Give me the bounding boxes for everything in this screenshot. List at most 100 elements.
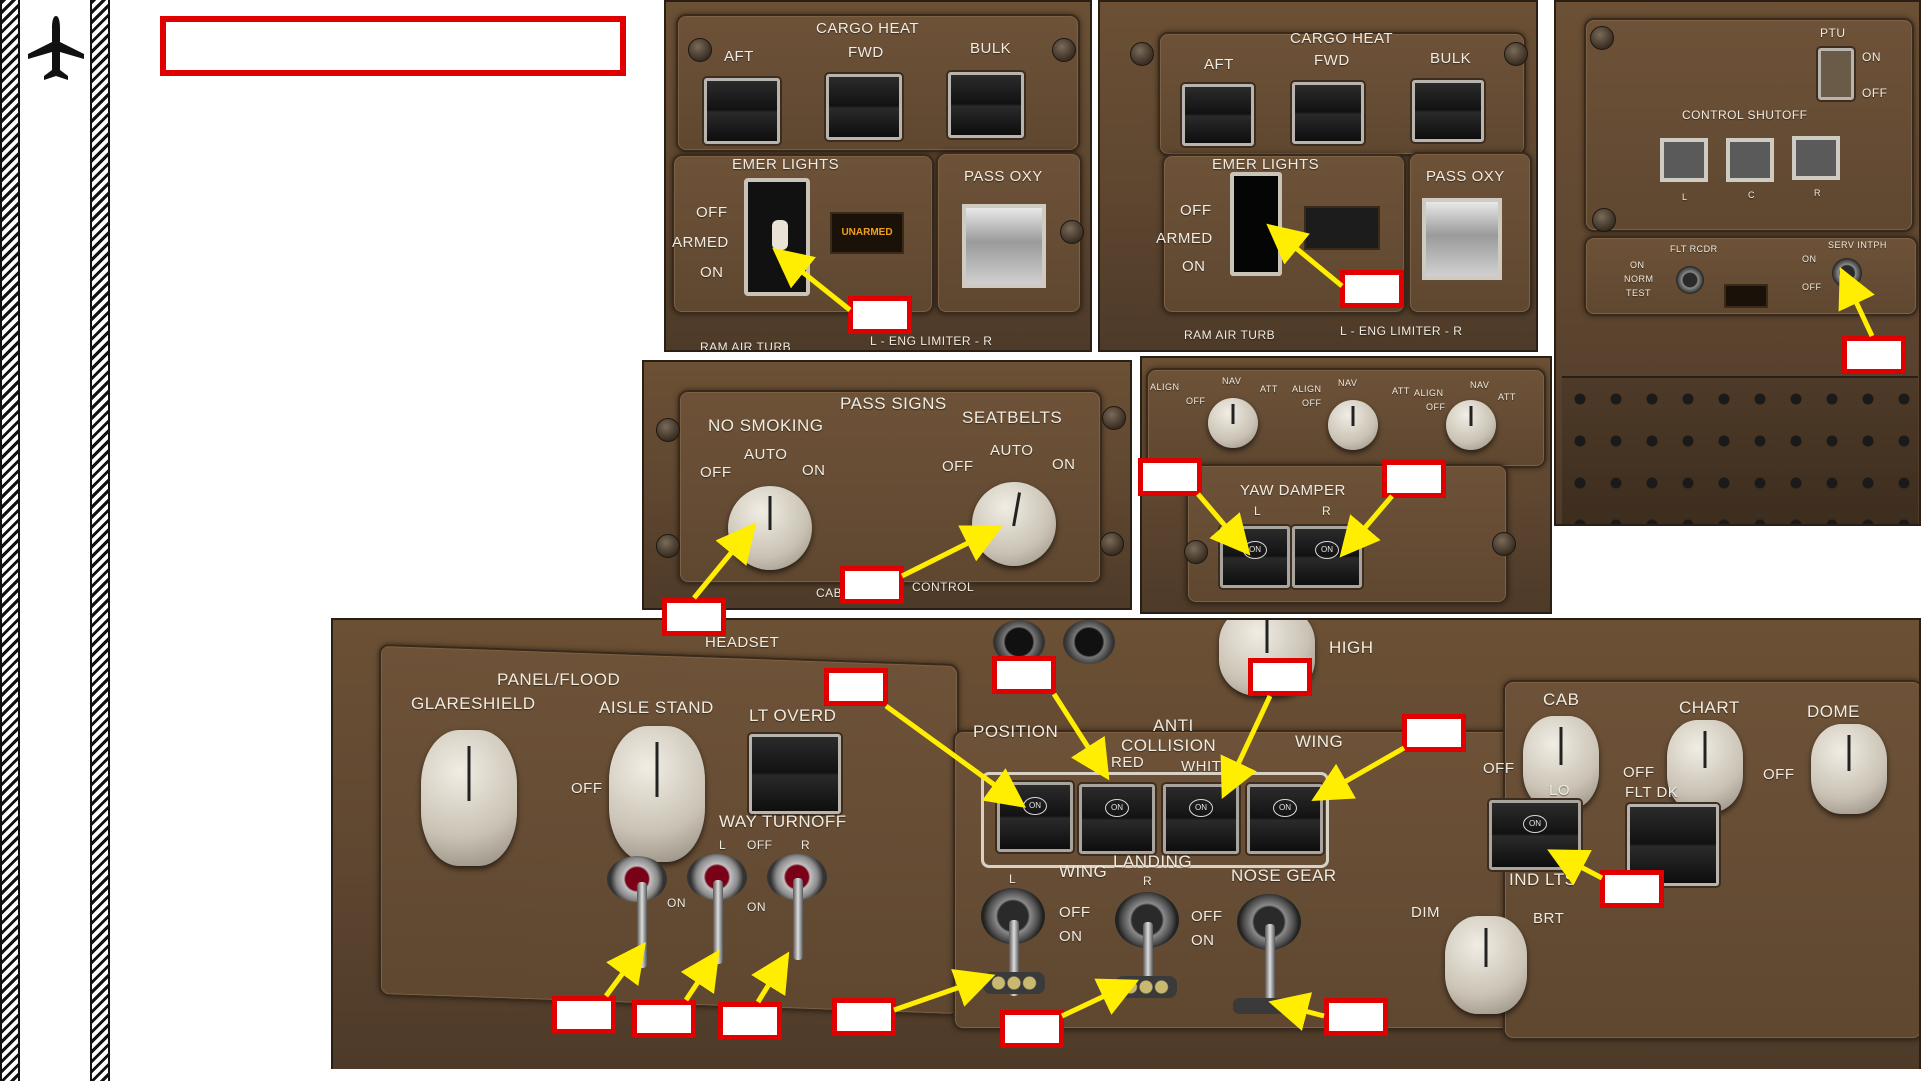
lt-overd-label: LT OVERD bbox=[749, 706, 837, 725]
unarmed-light: UNARMED bbox=[830, 212, 904, 254]
callout-yaw-damper-l bbox=[1138, 458, 1202, 496]
emer-lights-guard[interactable] bbox=[1230, 172, 1282, 276]
callout-storm-switch bbox=[552, 996, 616, 1034]
callout-seatbelts bbox=[840, 566, 904, 604]
cargo-emer-panel-2: CARGO HEAT AFT FWD BULK EMER LIGHTS OFF … bbox=[1098, 0, 1538, 352]
cab-knob[interactable] bbox=[1523, 716, 1599, 810]
storm-switch-toggle[interactable] bbox=[637, 882, 647, 968]
wing-label: WING bbox=[1295, 732, 1344, 751]
control-shutoff-c-switch[interactable] bbox=[1726, 138, 1774, 182]
aisle-stand-knob[interactable] bbox=[609, 726, 705, 862]
landing-wing-label: WING bbox=[1059, 862, 1108, 881]
cargo-heat-aft-switch[interactable] bbox=[704, 78, 780, 144]
seatbelts-on-label: ON bbox=[1052, 456, 1076, 473]
no-smoking-on-label: ON bbox=[802, 462, 826, 479]
landing-r-label: R bbox=[1143, 874, 1153, 888]
cargo-heat-fwd-switch[interactable] bbox=[1292, 82, 1364, 144]
callout-landing-l bbox=[832, 998, 896, 1036]
callout-wing-lights bbox=[1402, 714, 1466, 752]
cargo-heat-label: CARGO HEAT bbox=[816, 20, 920, 37]
irs-right-selector-knob[interactable] bbox=[1446, 400, 1496, 450]
runway-turnoff-l-toggle[interactable] bbox=[713, 880, 723, 964]
dim-label: DIM bbox=[1411, 904, 1440, 921]
seatbelts-off-label: OFF bbox=[942, 458, 974, 475]
headset-label: HEADSET bbox=[705, 634, 780, 651]
ptu-on-label: ON bbox=[1862, 50, 1881, 64]
turnoff-off-label: OFF bbox=[747, 838, 773, 852]
irs-l-align-label: ALIGN bbox=[1150, 382, 1180, 392]
callout-anti-collision-white bbox=[1248, 658, 1312, 696]
control-label: CONTROL bbox=[912, 580, 975, 594]
landing-label: LANDING bbox=[1113, 852, 1193, 871]
serv-intph-label: SERV INTPH bbox=[1828, 240, 1887, 250]
exterior-switch-bezel bbox=[981, 772, 1329, 868]
eng-limiter-label: L - ENG LIMITER - R bbox=[1340, 324, 1463, 338]
screw bbox=[1052, 38, 1076, 62]
anti-label: ANTI bbox=[1153, 716, 1194, 735]
emer-on-label: ON bbox=[1182, 258, 1206, 275]
serv-intph-switch[interactable] bbox=[1832, 258, 1862, 288]
emer-off-label: OFF bbox=[1180, 202, 1212, 219]
irs-center-selector-knob[interactable] bbox=[1328, 400, 1378, 450]
landing-r-toggle[interactable] bbox=[1143, 922, 1153, 998]
serv-intph-off-label: OFF bbox=[1802, 282, 1822, 292]
cargo-heat-label: CARGO HEAT bbox=[1290, 30, 1394, 47]
irs-r-off-label: OFF bbox=[1426, 402, 1446, 412]
emer-lights-toggle[interactable] bbox=[772, 220, 788, 250]
position-lights-switch[interactable]: ON bbox=[997, 782, 1073, 852]
chart-knob[interactable] bbox=[1667, 720, 1743, 812]
cargo-heat-bulk-switch[interactable] bbox=[1412, 80, 1484, 142]
anti-collision-white-switch[interactable]: ON bbox=[1163, 784, 1239, 854]
aft-label: AFT bbox=[1204, 56, 1234, 73]
callout-turnoff-l bbox=[632, 1000, 696, 1038]
storm-lights-switch[interactable]: ON bbox=[1489, 800, 1581, 870]
lt-overd-switch[interactable] bbox=[749, 734, 841, 814]
ind-lts-label: IND LTS bbox=[1509, 870, 1577, 889]
landing-r-lever-tip bbox=[1115, 976, 1177, 998]
runway-turnoff-r-toggle[interactable] bbox=[793, 878, 803, 960]
landing-l-toggle[interactable] bbox=[1009, 920, 1019, 996]
cargo-heat-aft-switch[interactable] bbox=[1182, 84, 1254, 146]
callout-anti-collision-red bbox=[992, 656, 1056, 694]
screw bbox=[1492, 532, 1516, 556]
ptu-switch[interactable] bbox=[1818, 48, 1854, 100]
glareshield-knob[interactable] bbox=[421, 730, 517, 866]
nose-gear-toggle[interactable] bbox=[1265, 924, 1275, 1008]
irs-l-off-label: OFF bbox=[1186, 396, 1206, 406]
ind-lts-knob[interactable] bbox=[1445, 916, 1527, 1014]
flt-rcdr-label: FLT RCDR bbox=[1670, 244, 1718, 254]
callout-serv-intph bbox=[1842, 336, 1906, 374]
yaw-damper-r-switch[interactable]: ON bbox=[1292, 526, 1362, 588]
yaw-damper-l-switch[interactable]: ON bbox=[1220, 526, 1290, 588]
no-smoking-selector-knob[interactable] bbox=[728, 486, 812, 570]
seatbelts-selector-knob[interactable] bbox=[972, 482, 1056, 566]
dome-off-label: OFF bbox=[1763, 766, 1795, 783]
no-smoking-label: NO SMOKING bbox=[708, 416, 824, 435]
dome-knob[interactable] bbox=[1811, 724, 1887, 814]
cargo-heat-fwd-switch[interactable] bbox=[826, 74, 902, 140]
irs-c-off-label: OFF bbox=[1302, 398, 1322, 408]
screw bbox=[1102, 406, 1126, 430]
control-shutoff-l-switch[interactable] bbox=[1660, 138, 1708, 182]
pass-oxy-switch[interactable] bbox=[1422, 198, 1502, 280]
on-indicator: ON bbox=[1189, 799, 1213, 817]
seatbelts-auto-label: AUTO bbox=[990, 442, 1034, 459]
ram-air-turb-label: RAM AIR TURB bbox=[700, 340, 792, 352]
seatbelts-label: SEATBELTS bbox=[962, 408, 1063, 427]
screw bbox=[1504, 42, 1528, 66]
ram-air-turb-label: RAM AIR TURB bbox=[1184, 328, 1276, 342]
control-shutoff-r-switch[interactable] bbox=[1792, 136, 1840, 180]
on-indicator: ON bbox=[1023, 797, 1047, 815]
lo-label: LO bbox=[1549, 782, 1571, 799]
irs-l-nav-label: NAV bbox=[1222, 376, 1242, 386]
irs-left-selector-knob[interactable] bbox=[1208, 398, 1258, 448]
serv-intph-on-label: ON bbox=[1802, 254, 1817, 264]
anti-collision-red-switch[interactable]: ON bbox=[1079, 784, 1155, 854]
flt-rcdr-switch[interactable] bbox=[1676, 266, 1704, 294]
cargo-heat-bulk-switch[interactable] bbox=[948, 72, 1024, 138]
eng-limiter-label: L - ENG LIMITER - R bbox=[870, 334, 993, 348]
pass-oxy-switch[interactable] bbox=[962, 204, 1046, 288]
screw bbox=[1060, 220, 1084, 244]
wing-lights-switch[interactable]: ON bbox=[1247, 784, 1323, 854]
screw bbox=[656, 534, 680, 558]
